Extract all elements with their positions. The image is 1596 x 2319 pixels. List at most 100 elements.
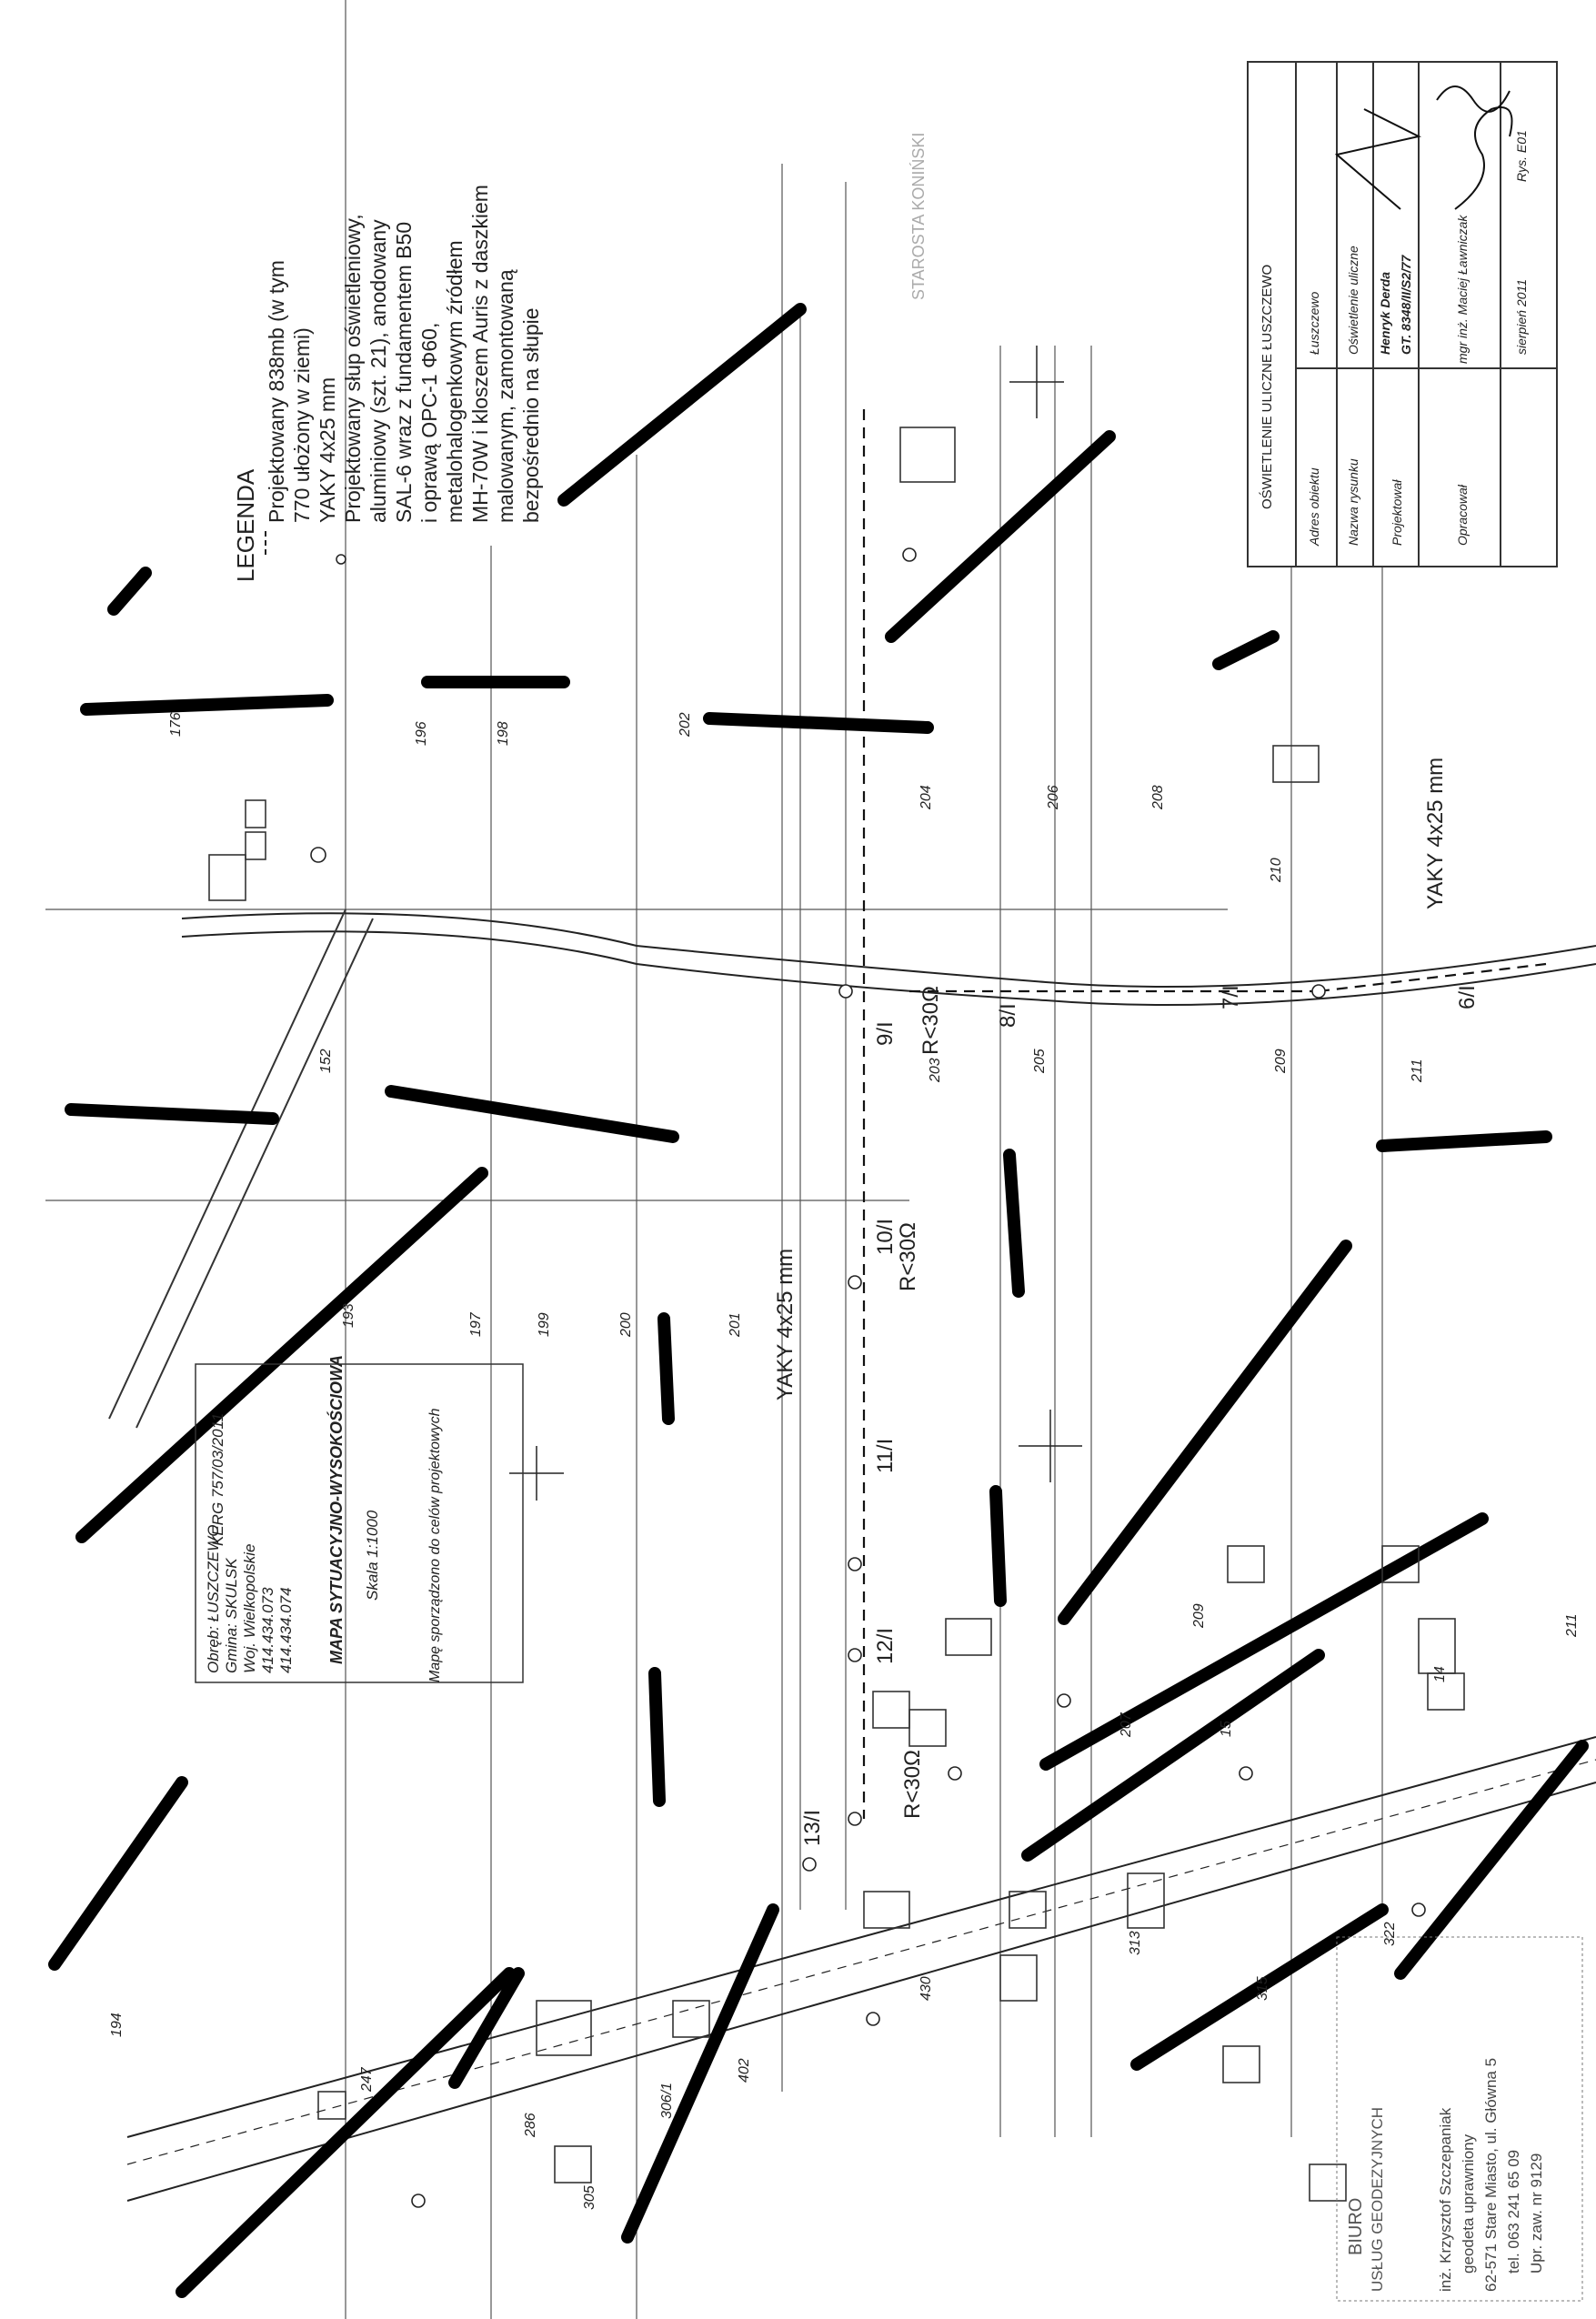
parcel-306-1: 306/1 [659, 2082, 675, 2119]
parcel-305: 305 [582, 2185, 597, 2210]
info-box-frame [195, 1363, 524, 1683]
info-line-5: 414.434.074 [277, 1587, 295, 1673]
survey-lines [45, 0, 1383, 2319]
drawing-label: Nazwa rysunku [1346, 458, 1360, 546]
resistance-2: R<30Ω [896, 1222, 920, 1291]
pole-11: 11/I [873, 1438, 898, 1473]
signatures [1334, 85, 1513, 210]
legend-line-8: metalohalogenkowym źródłem [443, 240, 467, 523]
parcel-313: 313 [1128, 1931, 1143, 1955]
legend-line-2: 770 ułożony w ziemi) [290, 327, 314, 523]
date: sierpień 2011 [1514, 278, 1529, 355]
legend-line-4: Projektowany słup oświetleniowy, [341, 214, 365, 523]
legend-line-6: SAL-6 wraz z fundamentem B50 [392, 221, 416, 523]
pole-12: 12/I [873, 1627, 898, 1664]
survey-crosses [509, 346, 1082, 1501]
buildings [208, 427, 1465, 2202]
kerg-number: KERG 757/03/2011 [209, 1412, 226, 1546]
legend-pole-symbol [336, 554, 346, 565]
parcel-205: 205 [1032, 1049, 1048, 1073]
map-scale: Skala 1:1000 [364, 1510, 381, 1601]
access-road [108, 909, 374, 1429]
parcel-197: 197 [468, 1312, 484, 1337]
stamp-line-1: BIURO [1346, 2197, 1366, 2255]
parcel-209-b: 209 [1191, 1603, 1207, 1628]
road [181, 912, 1596, 1006]
title-block-heading: OŚWIETLENIE ULICZNE ŁUSZCZEWO [1260, 264, 1275, 509]
designer-label: Projektował [1390, 479, 1404, 546]
parcel-199: 199 [537, 1312, 552, 1337]
info-line-2: Gmina: SKULSK [223, 1558, 240, 1673]
map-note: Mapę sporządzono do celów projektowych [427, 1408, 443, 1683]
legend-title: LEGENDA [232, 468, 259, 582]
parcel-15: 15 [1219, 1721, 1234, 1737]
road-diagonal [126, 1736, 1596, 2202]
parcel-322: 322 [1382, 1922, 1398, 1946]
parcel-430: 430 [918, 1976, 934, 2001]
address-value: Łuszczewo [1307, 291, 1321, 355]
legend-line-7: i oprawą OPC-1 Φ60, [417, 322, 441, 523]
sheet-number: Rys. E01 [1514, 130, 1529, 182]
pole-6: 6/I [1455, 985, 1480, 1009]
parcel-196: 196 [414, 721, 429, 746]
cable-label-b: YAKY 4x25 mm [1423, 757, 1448, 909]
info-line-3: Woj. Wielkopolskie [241, 1543, 258, 1674]
legend-line-3: YAKY 4x25 mm [316, 376, 339, 523]
stamp-line-7: Upr. zaw. nr 9129 [1528, 2153, 1545, 2274]
parcel-14: 14 [1432, 1666, 1448, 1682]
redaction-marks [48, 303, 1589, 2298]
parcel-200: 200 [618, 1312, 634, 1337]
cable-label-a: YAKY 4x25 mm [773, 1248, 798, 1400]
pole-10: 10/I [873, 1218, 898, 1255]
parcel-152: 152 [318, 1049, 334, 1073]
legend-line-1: Projektowany 838mb (w tym [265, 260, 288, 523]
prepared-label: Opracował [1455, 485, 1470, 546]
drawing-value: Oświetlenie uliczne [1346, 246, 1360, 355]
stamp-frame [1336, 1936, 1583, 2302]
stamp-line-4: geodeta uprawniony [1460, 2133, 1477, 2274]
resistance-3: R<30Ω [900, 1750, 925, 1819]
resistance-1: R<30Ω [918, 986, 943, 1055]
pole-7: 7/I [1219, 985, 1243, 1009]
parcel-176: 176 [168, 712, 184, 737]
starosta-stamp: STAROSTA KONIŃSKI [909, 132, 928, 300]
parcel-206: 206 [1046, 785, 1061, 809]
stamp-line-2: USŁUG GEODEZYJNYCH [1369, 2106, 1386, 2292]
parcel-198: 198 [496, 721, 511, 746]
parcel-315: 315 [1255, 1976, 1270, 2001]
poles [310, 547, 1426, 2208]
projected-cable [862, 409, 1547, 1819]
info-line-1: Obręb: ŁUSZCZEWO [205, 1524, 222, 1673]
parcel-209: 209 [1273, 1049, 1289, 1073]
pole-13: 13/I [800, 1809, 825, 1846]
pole-9: 9/I [873, 1021, 898, 1046]
parcel-203: 203 [928, 1058, 943, 1082]
stamp-line-5: 62-571 Stare Miasto, ul. Główna 5 [1482, 2057, 1500, 2292]
map-title: MAPA SYTUACYJNO-WYSOKOŚCIOWA [327, 1354, 346, 1664]
parcel-194: 194 [109, 2013, 125, 2037]
info-line-4: 414.434.073 [259, 1587, 276, 1673]
legend-line-11: bezpośrednio na słupie [519, 307, 543, 523]
parcel-211: 211 [1410, 1059, 1425, 1082]
parcel-402: 402 [737, 2058, 752, 2083]
stamp-line-6: tel. 063 241 65 09 [1505, 2149, 1522, 2274]
parcel-202: 202 [678, 712, 693, 737]
designer-name: Henryk Derda [1378, 271, 1392, 355]
prepared-name: mgr inż. Maciej Ławniczak [1455, 215, 1470, 364]
parcel-208: 208 [1150, 785, 1166, 809]
pole-8: 8/I [996, 1003, 1020, 1028]
parcel-247: 247 [359, 2067, 375, 2092]
address-label: Adres obiektu [1307, 467, 1321, 546]
parcel-201: 201 [728, 1312, 743, 1337]
parcel-210: 210 [1269, 858, 1284, 882]
stamp-line-3: inż. Krzysztof Szczepaniak [1437, 2107, 1454, 2292]
legend-line-9: MH-70W i kloszem Auris z daszkiem [468, 185, 492, 523]
parcel-204: 204 [918, 785, 934, 809]
designer-license: GT. 8348/II/S2/77 [1399, 255, 1413, 355]
title-block-frame [1247, 61, 1558, 567]
parcel-193: 193 [341, 1303, 356, 1328]
parcel-211-b: 211 [1564, 1613, 1580, 1637]
legend-line-5: aluminiowy (szt. 21), anodowany [366, 219, 390, 523]
parcel-207: 207 [1119, 1712, 1134, 1737]
